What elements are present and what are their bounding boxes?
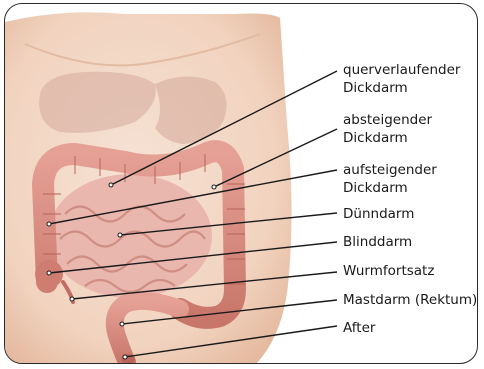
label-small-intestine: Dünndarm bbox=[343, 205, 414, 223]
label-appendix: Wurmfortsatz bbox=[343, 262, 434, 280]
label-anus: After bbox=[343, 319, 375, 337]
label-ascending-colon-line-1: aufsteigender bbox=[343, 161, 437, 179]
label-transverse-colon: querverlaufender Dickdarm bbox=[343, 61, 460, 97]
label-transverse-colon-line-2: Dickdarm bbox=[343, 79, 460, 97]
label-descending-colon: absteigender Dickdarm bbox=[343, 111, 432, 147]
diagram-frame: querverlaufender Dickdarm absteigender D… bbox=[4, 3, 478, 364]
label-cecum: Blinddarm bbox=[343, 233, 412, 251]
label-ascending-colon: aufsteigender Dickdarm bbox=[343, 161, 437, 197]
label-descending-colon-line-2: Dickdarm bbox=[343, 129, 432, 147]
label-rectum: Mastdarm (Rektum) bbox=[343, 291, 477, 309]
label-descending-colon-line-1: absteigender bbox=[343, 111, 432, 129]
label-ascending-colon-line-2: Dickdarm bbox=[343, 179, 437, 197]
small-intestine-mass bbox=[48, 174, 212, 298]
label-transverse-colon-line-1: querverlaufender bbox=[343, 61, 460, 79]
